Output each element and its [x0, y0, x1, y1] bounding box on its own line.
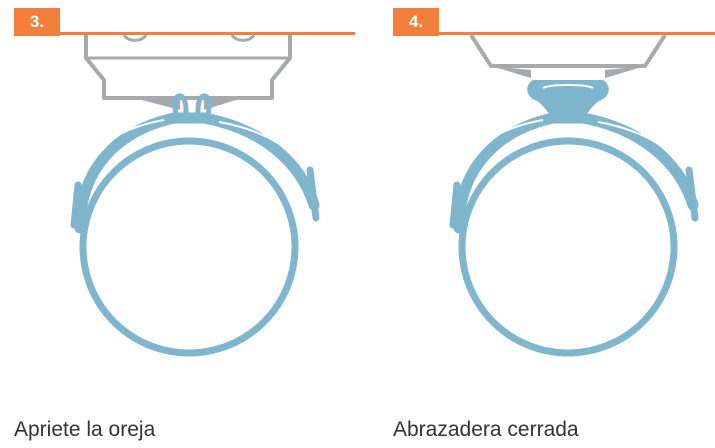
step-4-rule — [393, 32, 715, 35]
step-3-rule — [14, 32, 355, 35]
step-4-caption: Abrazadera cerrada — [393, 418, 579, 441]
step-3-panel: 3. Apriete la oreja — [14, 0, 355, 448]
hose-clamp — [70, 93, 320, 357]
step-4-badge: 4. — [393, 8, 439, 36]
step-4-illustration — [449, 33, 699, 357]
step-3-badge: 3. — [14, 8, 60, 36]
hose-clamp — [449, 80, 699, 357]
step-3-illustration — [70, 34, 320, 357]
crimping-tool — [84, 34, 292, 110]
step-3-caption: Apriete la oreja — [14, 418, 156, 441]
step-4-panel: 4. Abrazadera cerrada — [393, 0, 715, 448]
crimping-tool — [469, 33, 667, 78]
